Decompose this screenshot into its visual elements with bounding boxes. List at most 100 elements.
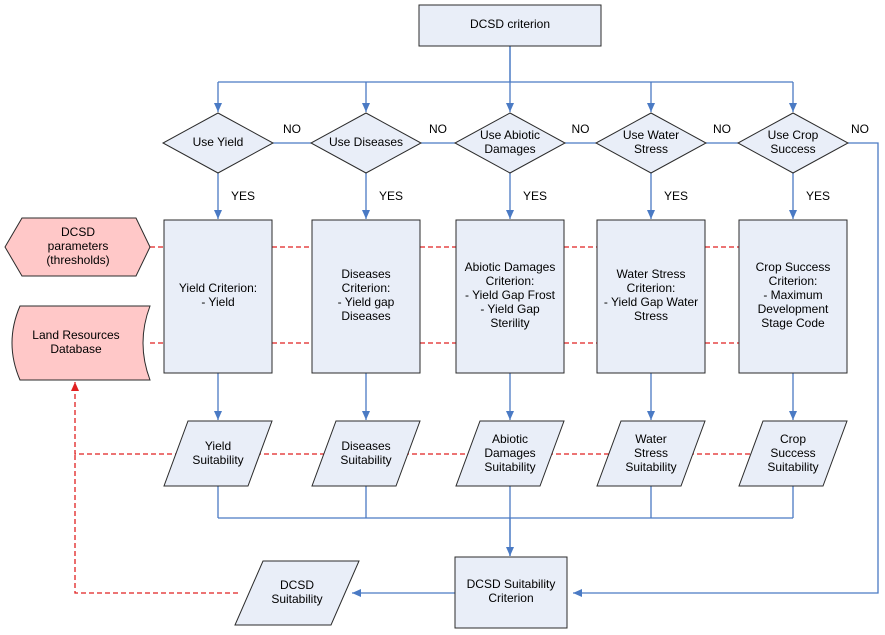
- criterion-text-1-line: Yield Criterion:: [179, 281, 257, 295]
- criterion-text-4-line: Criterion:: [627, 281, 676, 295]
- criterion-text-5-line: Stage Code: [761, 316, 825, 330]
- criterion-text-3-line: - Yield Gap Frost: [465, 288, 556, 302]
- final-criterion-box: [454, 556, 568, 629]
- parameters-text-line: DCSD: [61, 225, 95, 239]
- final-suitability-shape: [234, 560, 360, 626]
- criterion-text-3-line: - Yield Gap: [480, 302, 540, 316]
- yes-label-2: YES: [379, 189, 403, 203]
- decision-text-2-line: Use Diseases: [329, 135, 403, 149]
- criterion-box-5: [738, 219, 848, 374]
- decision-text-2: Use Diseases: [329, 135, 403, 149]
- database-text-line: Database: [50, 342, 102, 356]
- suitability-text-4-line: Stress: [634, 446, 668, 460]
- suitability-shape-1: [163, 420, 273, 487]
- criterion-text-4-line: - Yield Gap Water: [604, 295, 698, 309]
- criterion-text-1: Yield Criterion:- Yield: [179, 281, 257, 309]
- edge-labels: NO NO NO NO NO YES YES YES YES YES: [231, 122, 869, 203]
- decision-text-3-line: Damages: [484, 142, 535, 156]
- criterion-text-3-line: Sterility: [490, 316, 529, 330]
- suitability-text-1-line: Yield: [205, 439, 231, 453]
- criterion-text-5-line: Criterion:: [769, 274, 818, 288]
- yes-label-4: YES: [664, 189, 688, 203]
- criterion-text-3-line: Criterion:: [486, 274, 535, 288]
- decision-diamond-1: [161, 112, 275, 174]
- criterion-text-3-line: Abiotic Damages: [465, 260, 556, 274]
- no-label-2: NO: [429, 122, 447, 136]
- database-text-line: Land Resources: [32, 328, 119, 342]
- no-connector-5: [573, 142, 879, 597]
- dcsd-criterion-text-line: DCSD criterion: [470, 17, 550, 31]
- criterion-text-5-line: Crop Success: [756, 260, 831, 274]
- decision-text-1: Use Yield: [193, 135, 244, 149]
- connector-lines: [71, 46, 879, 597]
- suitability-text-4-line: Suitability: [625, 460, 676, 474]
- decision-diamond-2: [309, 112, 423, 174]
- criterion-text-5-line: - Maximum: [763, 288, 822, 302]
- suitability-shape-2: [311, 420, 421, 487]
- criterion-box-3: [455, 219, 565, 374]
- yes-label-3: YES: [523, 189, 547, 203]
- decision-text-3-line: Use Abiotic: [480, 128, 540, 142]
- yes-label-5: YES: [806, 189, 830, 203]
- criterion-text-2-line: - Yield gap: [338, 295, 395, 309]
- decision-text-5-line: Use Crop: [768, 128, 819, 142]
- criterion-text-4-line: Stress: [634, 309, 668, 323]
- decision-text-5-line: Success: [770, 142, 815, 156]
- no-label-4: NO: [713, 122, 731, 136]
- data-line-suitability-return: [71, 382, 180, 455]
- data-line-final-return: [74, 454, 238, 594]
- suitability-shape-3: [455, 420, 565, 487]
- final-criterion-text-line: Criterion: [488, 591, 533, 605]
- suitability-text-3-line: Damages: [484, 446, 535, 460]
- dcsd-criterion-box: [418, 4, 602, 47]
- suitability-text-1-line: Suitability: [192, 453, 243, 467]
- suitability-text-5-line: Suitability: [767, 460, 818, 474]
- criterion-box-4: [596, 219, 706, 374]
- suitability-text-4-line: Water: [635, 432, 667, 446]
- criterion-box-1: [163, 219, 273, 374]
- criterion-text-2-line: Criterion:: [342, 281, 391, 295]
- dcsd-criterion-text: DCSD criterion: [470, 17, 550, 31]
- decision-diamond-4: [594, 112, 708, 174]
- criterion-text-4-line: Water Stress: [617, 267, 686, 281]
- database-shape: [11, 305, 151, 381]
- parameters-text-line: parameters: [48, 239, 109, 253]
- no-label-1: NO: [283, 122, 301, 136]
- criterion-text-2-line: Diseases: [341, 309, 390, 323]
- no-label-5: NO: [851, 122, 869, 136]
- decision-text-4-line: Stress: [634, 142, 668, 156]
- criterion-text-5-line: Development: [758, 302, 829, 316]
- parameters-text-line: (thresholds): [46, 253, 109, 267]
- final-suitability-text-line: Suitability: [271, 592, 322, 606]
- suitability-text-2-line: Diseases: [341, 439, 390, 453]
- decision-text-4-line: Use Water: [623, 128, 679, 142]
- suitability-shape-4: [596, 420, 706, 487]
- suitability-text-3-line: Suitability: [484, 460, 535, 474]
- decision-text-1-line: Use Yield: [193, 135, 244, 149]
- suitability-text-5-line: Success: [770, 446, 815, 460]
- decision-diamond-5: [736, 112, 850, 174]
- final-criterion-text-line: DCSD Suitability: [467, 577, 556, 591]
- suitability-text-2-line: Suitability: [340, 453, 391, 467]
- no-label-3: NO: [572, 122, 590, 136]
- suitability-shape-5: [738, 420, 848, 487]
- yes-label-1: YES: [231, 189, 255, 203]
- parameters-hexagon: [4, 217, 151, 277]
